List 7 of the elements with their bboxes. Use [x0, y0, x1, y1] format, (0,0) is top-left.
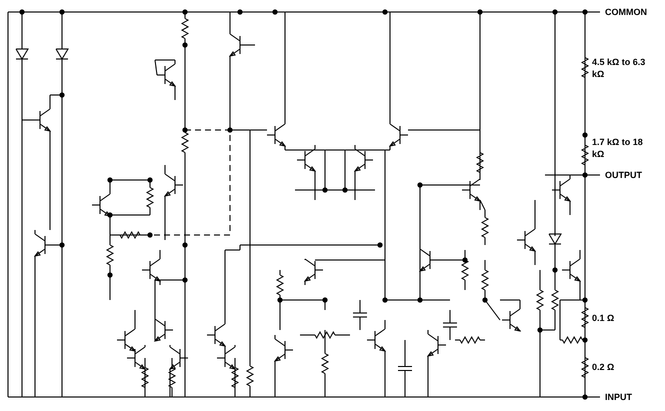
pin-label: COMMON [605, 6, 648, 18]
pin-label: OUTPUT [605, 169, 643, 181]
pin-label: INPUT [605, 391, 633, 403]
resistor-value-label: 0.1 Ω [592, 312, 616, 324]
resistor-value-label: 1.7 kΩ to 18 kΩ [592, 136, 644, 160]
resistor-value-label: 0.2 Ω [592, 361, 616, 373]
resistor-value-label: 4.5 kΩ to 6.3 kΩ [592, 56, 646, 80]
